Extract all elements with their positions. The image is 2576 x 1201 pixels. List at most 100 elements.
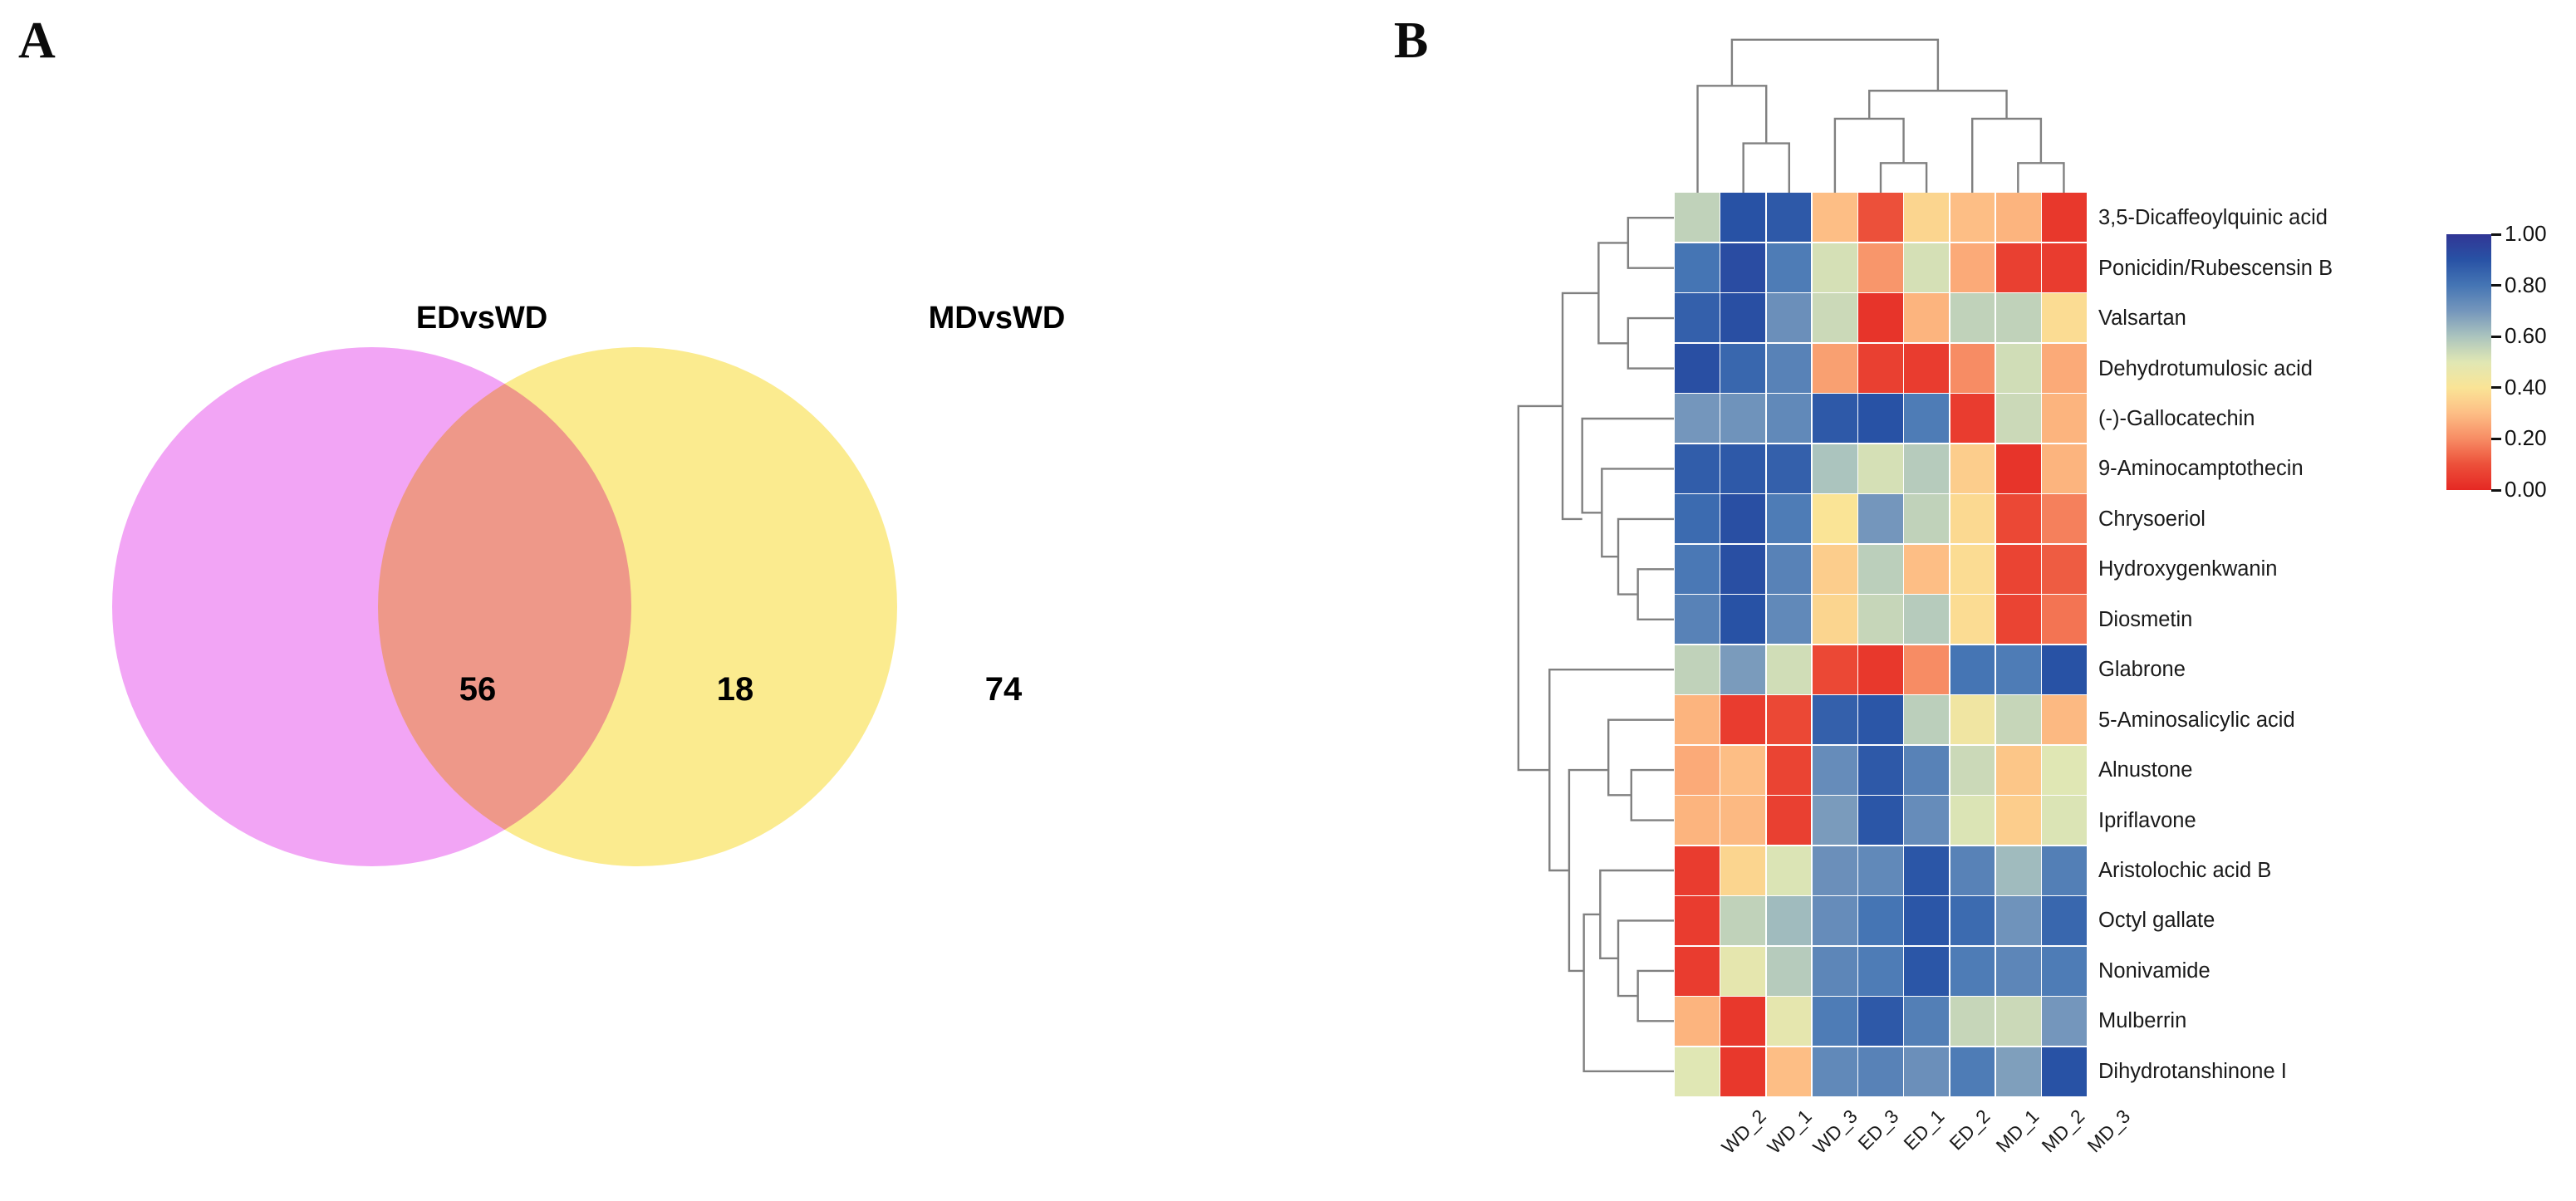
heatmap-column-label: MD_2 — [2037, 1105, 2089, 1157]
heatmap-cell — [1904, 293, 1950, 343]
heatmap-cell — [2042, 645, 2087, 694]
dendrogram-link — [1627, 217, 1674, 269]
heatmap-row-label: Octyl gallate — [2098, 909, 2215, 933]
heatmap-cell — [1812, 796, 1857, 846]
heatmap-cell — [1675, 394, 1720, 444]
dendrogram-link — [1971, 117, 2043, 193]
heatmap-cell — [1995, 796, 2041, 846]
heatmap-cell — [1858, 544, 1903, 594]
heatmap-cell — [1766, 343, 1812, 393]
heatmap-cell — [1766, 1047, 1812, 1096]
heatmap-cell — [1995, 645, 2041, 694]
heatmap-cell — [1995, 846, 2041, 895]
heatmap-cell — [1950, 595, 1995, 645]
heatmap-cell — [1675, 293, 1720, 343]
heatmap-cell — [2042, 595, 2087, 645]
dendrogram-link — [1561, 292, 1599, 521]
heatmap-cell — [1950, 494, 1995, 544]
heatmap-cell — [1950, 946, 1995, 996]
heatmap-cell — [1950, 846, 1995, 895]
dendrogram-link — [1627, 316, 1674, 370]
heatmap-cell — [1720, 343, 1766, 393]
heatmap-cell — [1812, 293, 1857, 343]
heatmap-cell — [1995, 1047, 2041, 1096]
heatmap-cell — [1904, 695, 1950, 745]
heatmap-cell — [1858, 494, 1903, 544]
heatmap-cell — [1950, 1047, 1995, 1096]
heatmap-row-label: 9-Aminocamptothecin — [2098, 457, 2304, 481]
heatmap-cell — [1904, 896, 1950, 946]
heatmap-row-label: Dihydrotanshinone I — [2098, 1059, 2287, 1083]
heatmap-cell — [2042, 444, 2087, 493]
heatmap-cell — [1904, 846, 1950, 895]
venn-label-right: MDvsWD — [928, 301, 1066, 336]
heatmap-column-label: WD_3 — [1808, 1105, 1862, 1159]
dendrogram-link — [1517, 404, 1563, 772]
heatmap-cell — [1812, 193, 1857, 243]
colorbar-tick-mark — [2491, 335, 2501, 338]
heatmap-cell — [1950, 243, 1995, 292]
heatmap-cell — [1904, 544, 1950, 594]
heatmap-cell — [1858, 243, 1903, 292]
heatmap-cell — [1858, 695, 1903, 745]
dendrogram-link — [1636, 568, 1674, 620]
heatmap-cell — [1995, 444, 2041, 493]
heatmap-column-label: MD_3 — [2083, 1105, 2135, 1157]
heatmap-cell — [1812, 745, 1857, 795]
dendrogram-link — [1582, 913, 1674, 1072]
heatmap-cell — [1995, 293, 2041, 343]
venn-count-intersection: 18 — [716, 671, 754, 708]
dendrogram-link — [1868, 90, 2008, 119]
heatmap-cell — [1995, 193, 2041, 243]
heatmap-cell — [2042, 293, 2087, 343]
heatmap-cell — [1675, 193, 1720, 243]
dendrogram-link — [1879, 162, 1928, 193]
heatmap-cell — [1720, 645, 1766, 694]
dendrogram-link — [1597, 242, 1628, 345]
heatmap-cell — [1720, 896, 1766, 946]
heatmap-cell — [1858, 846, 1903, 895]
heatmap-cell — [1675, 896, 1720, 946]
heatmap-cell — [1995, 494, 2041, 544]
heatmap-cell — [1858, 444, 1903, 493]
heatmap-cell — [1766, 695, 1812, 745]
heatmap-cell — [1950, 896, 1995, 946]
dendrogram-link — [1742, 142, 1790, 193]
heatmap-cell — [2042, 1047, 2087, 1096]
heatmap-cell — [1995, 595, 2041, 645]
heatmap-cell — [2042, 243, 2087, 292]
heatmap-cell — [1904, 796, 1950, 846]
heatmap-cell — [1812, 595, 1857, 645]
heatmap-cell — [1904, 193, 1950, 243]
row-dendrogram — [1517, 217, 1674, 1072]
heatmap-column-label: WD_2 — [1717, 1105, 1771, 1159]
heatmap-cell — [1812, 544, 1857, 594]
heatmap-cell — [1995, 343, 2041, 393]
heatmap-cell — [1950, 394, 1995, 444]
colorbar-tick-mark — [2491, 284, 2501, 287]
heatmap-cell — [1812, 494, 1857, 544]
colorbar-gradient — [2446, 234, 2491, 490]
heatmap-cell — [1904, 745, 1950, 795]
heatmap-cell — [1950, 745, 1995, 795]
heatmap-cell — [2042, 193, 2087, 243]
heatmap-cell — [1675, 745, 1720, 795]
heatmap-cell — [2042, 745, 2087, 795]
heatmap-row-label: Valsartan — [2098, 306, 2186, 331]
heatmap-cell — [1766, 193, 1812, 243]
heatmap-cell — [1904, 1047, 1950, 1096]
heatmap-cell — [1950, 193, 1995, 243]
heatmap-cell — [1720, 745, 1766, 795]
heatmap-cell — [1675, 846, 1720, 895]
heatmap-column-label: ED_1 — [1899, 1105, 1949, 1154]
heatmap-cell — [1766, 997, 1812, 1047]
heatmap-cell — [2042, 394, 2087, 444]
colorbar-tick-mark — [2491, 437, 2501, 440]
heatmap-cell — [1812, 343, 1857, 393]
colorbar-tick-mark — [2491, 233, 2501, 236]
heatmap-cell — [2042, 846, 2087, 895]
heatmap-row-label: Hydroxygenkwanin — [2098, 557, 2278, 581]
heatmap-cell — [1720, 444, 1766, 493]
heatmap-row-label: Chrysoeriol — [2098, 507, 2206, 531]
